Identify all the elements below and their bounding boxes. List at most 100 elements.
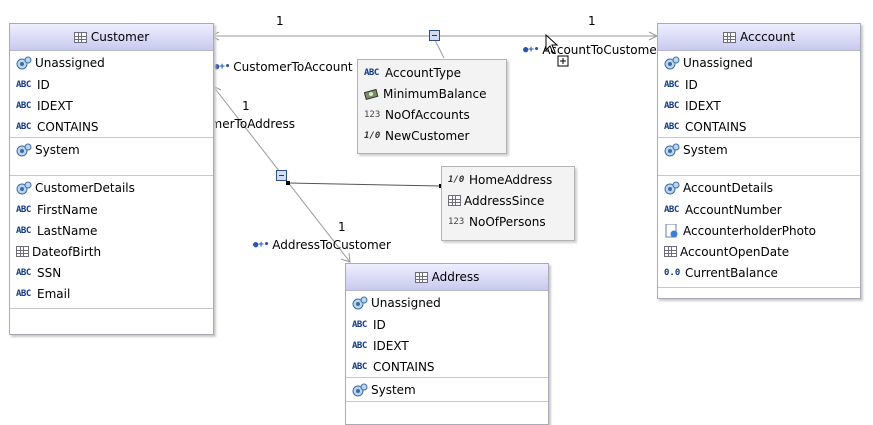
system-group-label: System [35,142,80,157]
number-type-icon: 123 [364,109,381,120]
attribute-row-label: CurrentBalance [685,265,778,280]
key-attribute-label: IDEXT [37,98,73,113]
attribute-row[interactable]: DateofBirth [10,241,213,262]
table-date-icon [16,246,29,257]
attribute-row-label: AccountOpenDate [680,244,790,259]
relation-property-row[interactable]: ABC AccountType [358,62,506,83]
attribute-row-label: Email [37,286,71,301]
details-group-label: CustomerDetails [35,180,135,195]
key-attribute-label: CONTAINS [685,119,747,134]
table-icon [73,31,87,43]
relation-property-row-label: NoOfPersons [469,214,546,229]
customer-entity-header[interactable]: Customer [10,24,213,51]
collapse-address-relation-toggle[interactable] [276,170,287,181]
details-group[interactable]: CustomerDetails [10,176,213,199]
abc-type-icon: ABC [16,267,31,278]
account-entity-title: Acccount [739,30,796,44]
arrowhead-to-address [340,252,351,263]
details-group[interactable]: AccountDetails [658,176,860,199]
account-entity-header[interactable]: Acccount [658,24,860,51]
unassigned-group[interactable]: Unassigned [658,51,860,74]
relation-property-row[interactable]: AddressSince [442,190,574,211]
abc-type-icon: ABC [16,204,31,215]
abc-type-icon: ABC [16,121,31,132]
number-type-icon: 123 [448,216,465,227]
abc-type-icon: ABC [664,100,679,111]
attribute-group-icon [352,296,368,310]
table-icon [414,271,428,283]
attribute-row-label: LastName [37,223,98,238]
abc-type-icon: ABC [364,67,379,78]
unassigned-group-label: Unassigned [35,55,105,70]
system-group[interactable]: System [10,138,213,161]
entity-section: System [346,378,548,402]
relation-property-row[interactable]: MinimumBalance [358,83,506,104]
key-attribute[interactable]: ABC IDEXT [10,95,213,116]
attribute-row[interactable]: AccountOpenDate [658,241,860,262]
multiplicity-customer-address-top: 1 [242,99,250,113]
key-attribute-label: ID [373,317,386,332]
key-attribute[interactable]: ABC ID [10,74,213,95]
attribute-row[interactable]: AccounterholderPhoto [658,220,860,241]
relation-property-row[interactable]: 123 NoOfPersons [442,211,574,232]
abc-type-icon: ABC [352,340,367,351]
abc-type-icon: ABC [16,79,31,90]
table-icon [722,31,736,43]
table-date-icon [448,195,461,206]
relation-property-row-label: AccountType [385,65,462,80]
attribute-row-label: DateofBirth [32,244,102,259]
unassigned-group[interactable]: Unassigned [346,291,548,314]
multiplicity-customer-account-left: 1 [276,14,284,28]
decimal-type-icon: 0.0 [664,267,681,278]
relation-link-icon: ●+• [253,240,270,250]
address-entity-header[interactable]: Address [346,264,548,291]
system-group[interactable]: System [346,378,548,401]
relation-property-row-label: NoOfAccounts [385,107,470,122]
system-group[interactable]: System [658,138,860,161]
abc-type-icon: ABC [16,100,31,111]
collapse-account-relation-toggle[interactable] [429,30,440,41]
relation-property-row-label: MinimumBalance [383,86,487,101]
attribute-row[interactable]: 0.0 CurrentBalance [658,262,860,283]
address-entity-title: Address [431,270,480,284]
multiplicity-customer-account-right: 1 [588,14,596,28]
relation-customer-to-account[interactable]: ●+• CustomerToAccount [214,60,353,74]
attribute-row-label: FirstName [37,202,98,217]
details-group-label: AccountDetails [683,180,774,195]
key-attribute-label: CONTAINS [373,359,435,374]
relation-account-to-customer[interactable]: ●+• AccountToCustomer [523,43,662,57]
relation-property-row-label: NewCustomer [385,128,470,143]
system-group-label: System [683,142,728,157]
relation-property-row[interactable]: 123 NoOfAccounts [358,104,506,125]
unassigned-group[interactable]: Unassigned [10,51,213,74]
relation-address-to-customer[interactable]: ●+• AddressToCustomer [253,238,391,252]
image-type-icon [664,223,680,238]
attribute-row[interactable]: ABC FirstName [10,199,213,220]
key-attribute-label: ID [37,77,50,92]
relation-link-icon: ●+• [523,45,540,55]
abc-type-icon: ABC [664,204,679,215]
